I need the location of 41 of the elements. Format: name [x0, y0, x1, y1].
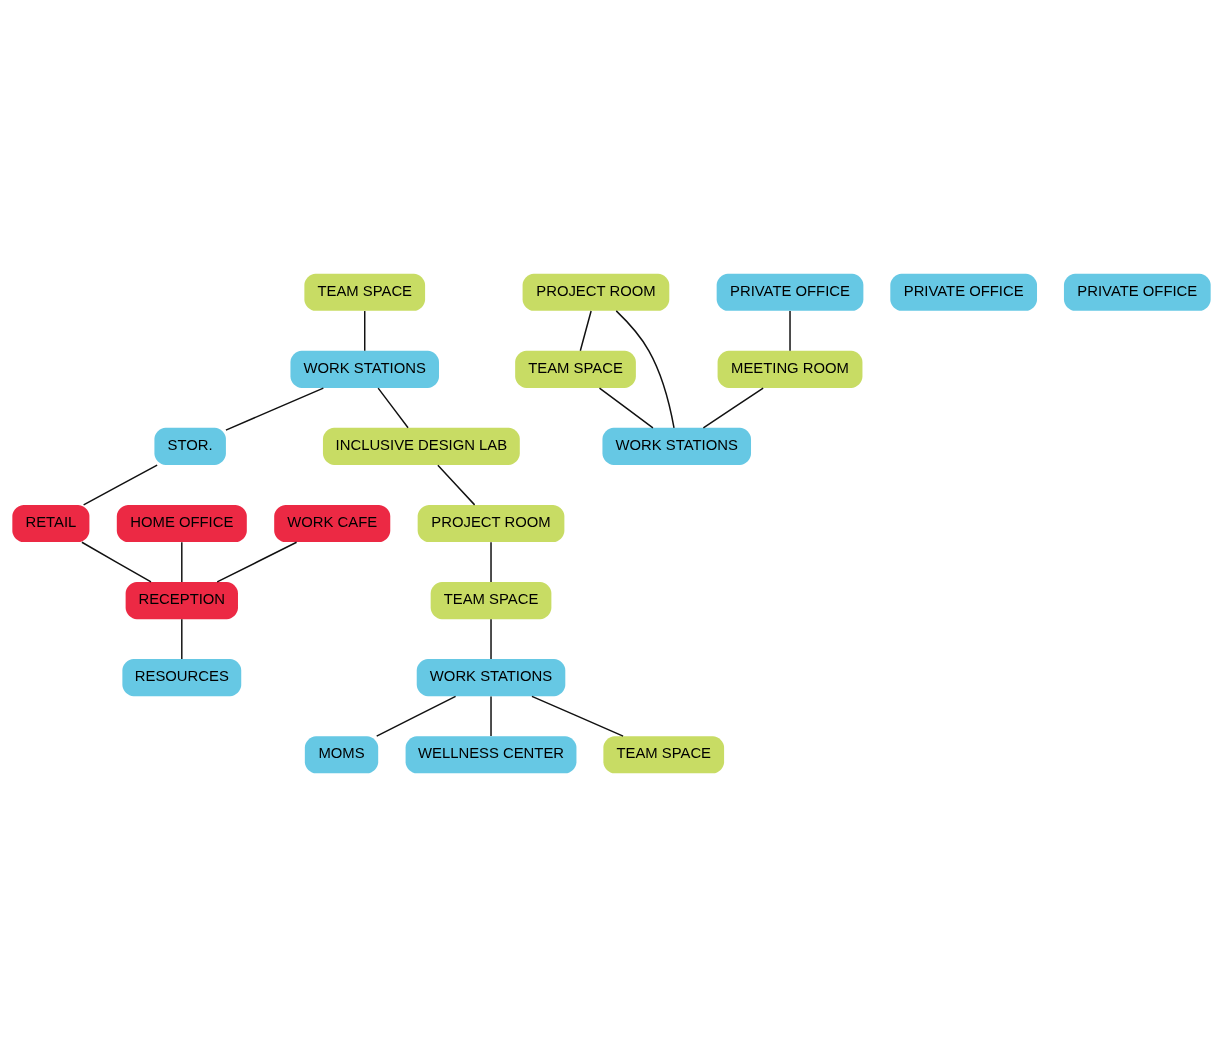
node-box: MOMS	[304, 736, 379, 774]
node-box: WORK CAFE	[274, 504, 391, 543]
node-box: TEAM SPACE	[304, 273, 426, 311]
connector	[225, 387, 325, 431]
node-box: PROJECT ROOM	[417, 504, 565, 543]
node-box: WORK STATIONS	[416, 659, 566, 697]
node-box: RETAIL	[12, 504, 90, 543]
node-box: PRIVATE OFFICE	[1063, 273, 1211, 311]
connector	[490, 618, 492, 660]
node-box: PRIVATE OFFICE	[890, 273, 1037, 311]
node-box: MEETING ROOM	[717, 350, 863, 388]
connector	[598, 387, 654, 429]
connector	[82, 464, 158, 506]
node-box: RECEPTION	[125, 582, 238, 620]
connector	[579, 310, 592, 352]
node-box: WORK STATIONS	[290, 350, 439, 388]
connector	[490, 541, 492, 583]
connector	[364, 310, 366, 352]
connector	[181, 541, 183, 583]
connector	[789, 310, 791, 352]
node-box: PROJECT ROOM	[522, 273, 670, 311]
connector	[216, 541, 298, 583]
connector	[377, 387, 409, 429]
node-box: STOR.	[154, 427, 226, 465]
connector	[437, 464, 476, 506]
connector	[615, 310, 675, 429]
connector	[490, 695, 492, 737]
node-box: TEAM SPACE	[603, 736, 725, 774]
connector	[81, 541, 152, 583]
connector	[375, 695, 457, 737]
node-box: TEAM SPACE	[430, 582, 552, 620]
node-box: WELLNESS CENTER	[405, 736, 577, 774]
connector	[181, 618, 183, 660]
node-box: TEAM SPACE	[515, 350, 636, 388]
connector	[702, 387, 764, 429]
node-box: RESOURCES	[122, 659, 242, 697]
connector	[531, 695, 624, 737]
node-box: PRIVATE OFFICE	[716, 273, 864, 311]
node-box: HOME OFFICE	[116, 504, 247, 543]
node-box: WORK STATIONS	[602, 427, 751, 465]
node-box: INCLUSIVE DESIGN LAB	[322, 427, 520, 465]
